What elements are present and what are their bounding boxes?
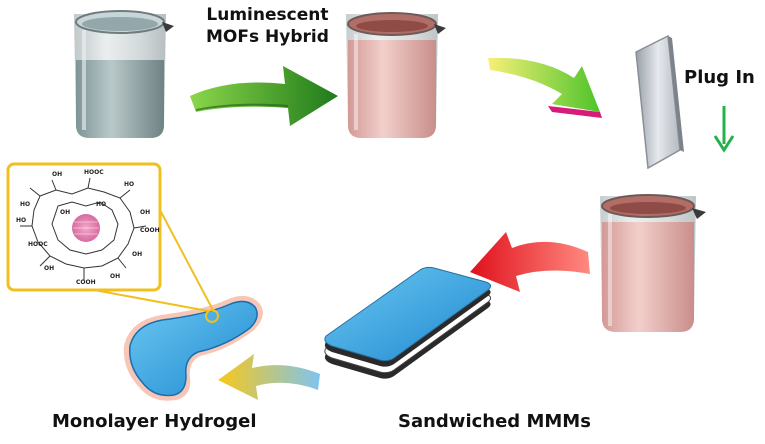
molecule-group-label: HO: [124, 181, 134, 188]
molecule-group-label: HOOC: [84, 169, 104, 176]
molecule-group-label: OH: [110, 273, 120, 280]
molecule-group-label: HO: [20, 201, 30, 208]
label-plug-in: Plug In: [684, 67, 755, 88]
label-sandwiched-mmms: Sandwiched MMMs: [398, 411, 591, 432]
molecule-group-label: COOH: [140, 227, 160, 234]
molecule-group-label: COOH: [76, 279, 96, 286]
label-hybrid-line2: MOFs Hybrid: [206, 27, 329, 47]
molecule-group-label: OH: [140, 209, 150, 216]
label-luminescent-mofs-hybrid: Luminescent MOFs Hybrid: [206, 4, 329, 48]
molecule-group-label: OH: [60, 209, 70, 216]
molecule-group-label: HO: [16, 217, 26, 224]
sandwiched-membranes: [324, 266, 492, 379]
beaker-pink-top: [346, 12, 446, 138]
arrow-green-right: [190, 66, 338, 126]
arrow-down-green: [713, 106, 735, 153]
beaker-clear: [74, 10, 174, 138]
glass-plate: [635, 34, 684, 170]
beaker-pink-bottom: [600, 194, 706, 332]
molecule-group-label: OH: [52, 171, 62, 178]
monolayer-hydrogel: [123, 295, 263, 401]
molecule-group-label: OH: [132, 251, 142, 258]
molecule-group-label: OH: [44, 265, 54, 272]
arrow-yellow-blue: [218, 354, 320, 400]
inset-connectors: [93, 209, 215, 313]
arrow-red-left: [470, 232, 590, 292]
label-monolayer-hydrogel: Monolayer Hydrogel: [52, 411, 257, 432]
molecule-group-labels: OH HOOC HO OH COOH OH HO HO COOH OH HOOC OH HO OH: [16, 169, 160, 286]
label-hybrid-line1: Luminescent: [206, 5, 329, 25]
molecule-inset: OH HOOC HO OH COOH OH HO HO COOH OH HOOC OH HO OH: [6, 162, 162, 292]
molecule-group-label: HOOC: [28, 241, 48, 248]
molecule-group-label: HO: [96, 201, 106, 208]
arrow-yellow-green: [488, 57, 602, 118]
cyclodextrin-ring: [20, 177, 147, 280]
